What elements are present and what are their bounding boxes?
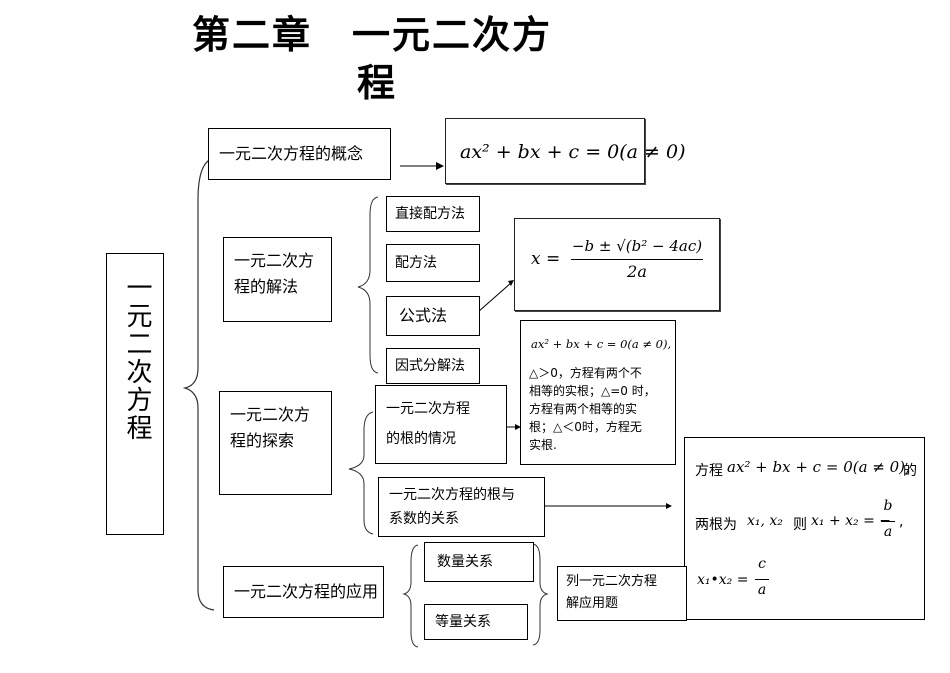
explore-label-line2: 程的探索	[230, 431, 295, 450]
method-direct-box: 直接配方法	[386, 196, 480, 232]
quadratic-formula-lhs: x =	[531, 249, 561, 269]
quadratic-formula-numerator: −b ± √(b² − 4ac)	[571, 237, 703, 255]
formula-arrow-head	[508, 280, 514, 286]
word-problem-box: 列一元二次方程 解应用题	[557, 566, 687, 621]
quadratic-formula-box: x = −b ± √(b² − 4ac) 2a	[514, 218, 720, 311]
root-box: 一元二次方程	[106, 253, 164, 535]
roots-relation-box: 一元二次方程的根与 系数的关系	[378, 477, 545, 537]
root-label: 一元二次方程	[122, 274, 152, 442]
quantity-relation-label: 数量关系	[437, 554, 493, 570]
vieta-prod-fraction-bar	[755, 579, 769, 580]
solving-box: 一元二次方 程的解法	[223, 237, 332, 322]
application-right-brace	[532, 543, 549, 646]
formula-arrow-line	[477, 281, 513, 313]
methods-brace	[357, 196, 379, 374]
vieta-box: 方程 ax² + bx + c = 0(a ≠ 0), 的 两根为 x₁, x₂…	[684, 437, 925, 620]
vieta-line2-end: ,	[899, 514, 904, 530]
vieta-sum-fraction-bar	[881, 521, 895, 522]
discriminant-box: ax² + bx + c = 0(a ≠ 0), △＞0，方程有两个不 相等的实…	[520, 320, 676, 465]
vieta-line1-end: 的	[903, 463, 917, 479]
roots-nature-box: 一元二次方程 的根的情况	[375, 385, 507, 464]
explore-label-line1: 一元二次方	[230, 405, 311, 424]
discriminant-line5: 实根.	[529, 438, 557, 452]
vieta-arrow-head	[666, 503, 672, 509]
application-label: 一元二次方程的应用	[234, 582, 379, 601]
discriminant-equation: ax² + bx + c = 0(a ≠ 0),	[531, 337, 672, 351]
vieta-line2-text: 两根为	[695, 517, 737, 533]
concept-arrow-head	[436, 162, 444, 170]
discriminant-line3: 方程有两个相等的实	[529, 402, 638, 416]
word-problem-line1: 列一元二次方程	[566, 574, 658, 589]
application-left-brace	[402, 544, 419, 648]
method-completing-box: 配方法	[386, 244, 480, 282]
method-formula-box: 公式法	[386, 296, 480, 336]
method-direct-label: 直接配方法	[395, 206, 465, 222]
quantity-relation-box: 数量关系	[424, 542, 534, 582]
vieta-line3-prod: x₁•x₂ =	[697, 572, 749, 588]
vieta-line1-text: 方程	[695, 463, 723, 479]
application-box: 一元二次方程的应用	[223, 566, 384, 618]
discriminant-line4: 根；△＜0时，方程无	[529, 420, 642, 434]
general-form-box: ax² + bx + c = 0(a ≠ 0)	[445, 118, 686, 184]
vieta-prod-fraction-num: c	[758, 556, 766, 572]
chapter-title-line1: 第二章 一元二次方	[192, 13, 553, 57]
roots-nature-line1: 一元二次方程	[386, 401, 470, 417]
general-form-formula: ax² + bx + c = 0(a ≠ 0)	[460, 141, 686, 163]
concept-box: 一元二次方程的概念	[208, 128, 391, 180]
method-factoring-label: 因式分解法	[395, 358, 465, 374]
vieta-line1-eq: ax² + bx + c = 0(a ≠ 0),	[727, 458, 910, 476]
equal-relation-label: 等量关系	[435, 614, 491, 630]
roots-nature-line2: 的根的情况	[386, 431, 456, 447]
vieta-sum-fraction-den: a	[883, 524, 893, 540]
chapter-title-line2: 程	[357, 61, 398, 105]
explore-box: 一元二次方 程的探索	[219, 391, 332, 495]
vieta-sum-fraction-num: b	[883, 498, 893, 514]
roots-relation-line1: 一元二次方程的根与	[389, 487, 515, 503]
quadratic-formula-fraction-bar	[571, 259, 703, 260]
method-factoring-box: 因式分解法	[386, 348, 480, 384]
solving-label-line2: 程的解法	[234, 277, 299, 296]
vieta-prod-fraction-den: a	[757, 582, 767, 598]
roots-arrow-head	[515, 424, 521, 430]
roots-relation-line2: 系数的关系	[389, 511, 459, 527]
equal-relation-box: 等量关系	[424, 604, 528, 640]
quadratic-formula-denominator: 2a	[627, 262, 647, 281]
explore-brace	[348, 411, 374, 535]
solving-label-line1: 一元二次方	[234, 251, 315, 270]
vieta-line2-sum: x₁ + x₂ = −	[811, 513, 892, 529]
method-formula-label: 公式法	[399, 306, 448, 325]
concept-label: 一元二次方程的概念	[219, 144, 364, 163]
word-problem-line2: 解应用题	[566, 596, 619, 611]
discriminant-line2: 相等的实根；△=0 时，	[529, 384, 656, 398]
vieta-line2-roots: x₁, x₂	[747, 513, 783, 529]
method-completing-label: 配方法	[395, 255, 437, 271]
vieta-line2-then: 则	[793, 517, 807, 533]
discriminant-line1: △＞0，方程有两个不	[529, 366, 642, 380]
main-brace	[182, 157, 216, 611]
